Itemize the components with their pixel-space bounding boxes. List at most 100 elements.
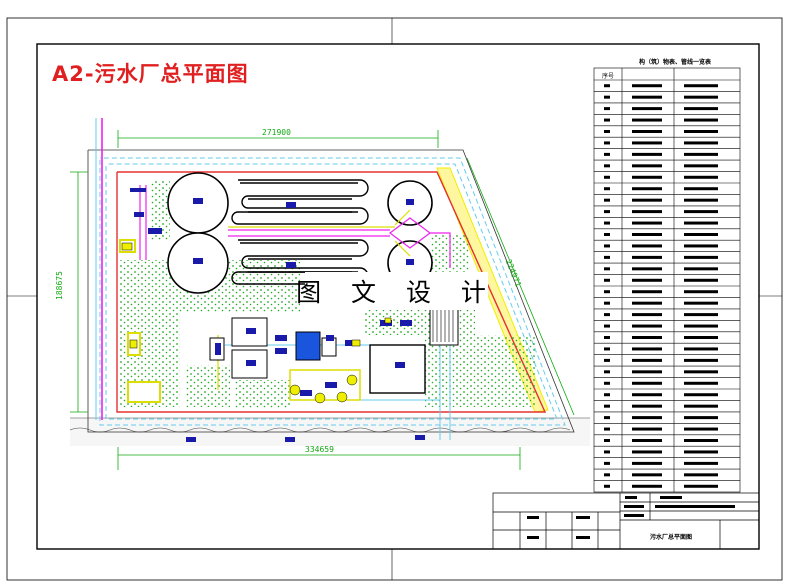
table-cell-mark — [604, 233, 610, 236]
table-cell-mark — [632, 416, 662, 420]
table-cell-mark — [632, 267, 662, 271]
table-cell-mark — [604, 484, 610, 488]
watermark-label: 图 文 设 计 — [296, 272, 488, 310]
table-cell-mark — [604, 336, 610, 339]
table-cell-mark — [684, 244, 718, 248]
table-cell-mark — [632, 130, 662, 133]
table-cell-mark — [604, 301, 610, 305]
structures-table — [593, 67, 741, 493]
table-cell-mark — [632, 233, 662, 236]
inner-frame — [36, 43, 760, 550]
table-title: 构（筑）物表、管线一览表 — [638, 59, 711, 66]
table-cell-mark — [632, 141, 662, 145]
table-cell-mark — [632, 336, 662, 339]
table-cell-mark — [604, 416, 610, 420]
table-cell-mark — [684, 187, 718, 191]
table-cell-mark — [684, 255, 718, 259]
yellow-markers — [121, 242, 392, 404]
table-cell-mark — [604, 404, 610, 408]
table-cell-mark — [684, 370, 718, 374]
table-cell-mark — [632, 427, 662, 431]
oxidation-ditches — [231, 179, 369, 285]
table-cell-mark — [684, 164, 718, 168]
table-cell-mark — [632, 450, 662, 454]
table-cell-mark — [604, 95, 610, 99]
table-cell-mark — [604, 221, 610, 225]
table-cell-mark — [684, 84, 718, 88]
table-cell-mark — [604, 313, 610, 317]
table-cell-mark — [632, 347, 662, 351]
table-cell-mark — [604, 141, 610, 145]
table-cell-mark — [632, 175, 662, 179]
table-cell-mark — [604, 175, 610, 179]
table-cell-mark — [632, 164, 662, 168]
table-cell-mark — [632, 210, 662, 214]
table-cell-mark — [632, 381, 662, 385]
table-cell-mark — [632, 358, 662, 362]
table-cell-mark — [632, 255, 662, 259]
hatched-building — [432, 308, 454, 342]
site-boundary-red — [116, 171, 547, 413]
table-cell-mark — [604, 84, 610, 88]
table-cell-mark — [632, 370, 662, 374]
table-cell-mark — [684, 461, 718, 465]
table-cell-mark — [604, 347, 610, 351]
table-cell-mark — [684, 347, 718, 351]
dimension-lines — [70, 130, 575, 470]
table-header-no: 序号 — [601, 73, 614, 80]
dim-bottom-width: 334659 — [305, 445, 334, 454]
table-cell-mark — [684, 301, 718, 305]
table-cell-mark — [604, 393, 610, 397]
table-cell-mark — [684, 233, 718, 236]
table-cell-mark — [604, 187, 610, 191]
table-cell-mark — [684, 267, 718, 271]
table-cell-mark — [604, 461, 610, 465]
table-cell-mark — [604, 164, 610, 168]
table-cell-mark — [684, 473, 718, 477]
sludge-pipes — [101, 118, 451, 420]
table-cell-mark — [684, 130, 718, 133]
table-cell-mark — [684, 152, 718, 156]
table-cell-mark — [632, 473, 662, 477]
perimeter-road — [99, 157, 566, 426]
table-cell-mark — [684, 198, 718, 202]
table-cell-mark — [632, 198, 662, 202]
table-cell-mark — [632, 152, 662, 156]
table-cell-mark — [684, 324, 718, 328]
table-cell-mark — [684, 484, 718, 488]
table-cell-mark — [604, 370, 610, 374]
title-block-marks — [527, 496, 735, 539]
table-cell-mark — [632, 301, 662, 305]
table-cell-mark — [632, 107, 662, 111]
table-cell-mark — [604, 450, 610, 454]
table-cell-mark — [604, 278, 610, 282]
table-cell-mark — [604, 244, 610, 248]
title-block — [492, 492, 760, 550]
dim-top-width: 271900 — [262, 128, 291, 137]
table-cell-mark — [684, 118, 718, 122]
site-boundary-outer — [87, 149, 575, 433]
table-cell-mark — [632, 484, 662, 488]
table-cell-mark — [684, 107, 718, 111]
table-cell-mark — [684, 210, 718, 214]
table-cell-mark — [604, 198, 610, 202]
table-cell-mark — [632, 278, 662, 282]
table-cell-mark — [684, 416, 718, 420]
table-cell-mark — [604, 290, 610, 294]
table-cell-mark — [684, 358, 718, 362]
table-cell-mark — [604, 210, 610, 214]
table-cell-mark — [684, 95, 718, 99]
table-cell-mark — [632, 461, 662, 465]
table-cell-mark — [684, 439, 718, 442]
table-cell-mark — [684, 336, 718, 339]
table-cell-mark — [684, 450, 718, 454]
table-cell-mark — [632, 404, 662, 408]
table-cell-mark — [604, 473, 610, 477]
table-cell-mark — [684, 175, 718, 179]
table-cell-mark — [604, 324, 610, 328]
table-cell-mark — [632, 313, 662, 317]
table-cell-mark — [684, 313, 718, 317]
table-cell-mark — [632, 221, 662, 225]
table-cell-mark — [684, 404, 718, 408]
table-cell-mark — [684, 141, 718, 145]
